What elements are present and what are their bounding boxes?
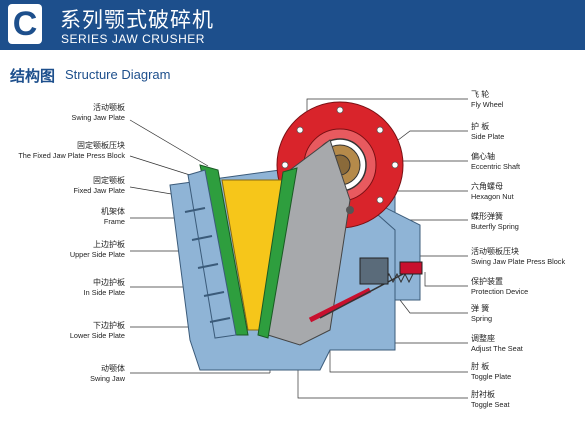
toggle-plate [308,287,372,323]
page-title-cn: 系列颚式破碎机 [60,9,214,32]
section-title-cn: 结构图 [10,68,56,85]
protection-device [399,261,423,275]
hexagon-nut [346,206,354,214]
adjust-seat [359,257,389,285]
frame-ribs [184,207,231,323]
fixed-jaw-liner [187,169,237,339]
swing-jaw-plate [257,167,298,339]
header-bar: C 系列颚式破碎机 SERIES JAW CRUSHER [0,0,585,50]
section-title-en: Structure Diagram [65,67,171,82]
series-badge: C [8,4,42,44]
page-title-en: SERIES JAW CRUSHER [61,32,205,46]
spring [384,272,414,284]
